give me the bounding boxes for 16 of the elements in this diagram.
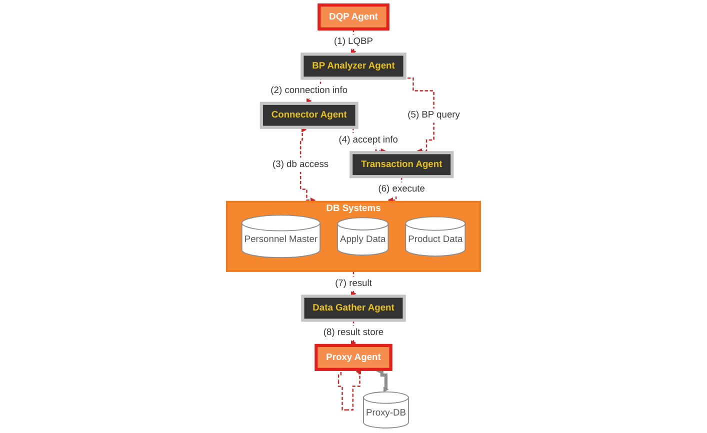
node-box: BP Analyzer Agent bbox=[300, 52, 406, 80]
node-box: Data Gather Agent bbox=[301, 294, 406, 322]
arrow bbox=[300, 127, 316, 203]
edge-label: (6) execute bbox=[378, 183, 425, 194]
arrow bbox=[338, 368, 362, 411]
node-box: DQP Agent bbox=[318, 3, 390, 31]
edge-label: (4) accept info bbox=[338, 134, 398, 145]
edge-label: (5) BP query bbox=[408, 110, 460, 120]
edge-label: (7) result bbox=[335, 278, 372, 288]
node-box: Proxy Agent bbox=[314, 344, 392, 371]
node-box: Transaction Agent bbox=[350, 151, 454, 178]
edge-label: (2) connection info bbox=[270, 85, 348, 96]
edge-label: (3) db access bbox=[272, 158, 329, 170]
edge-label: (8) result store bbox=[323, 327, 384, 338]
edge-label: (1) LQBP bbox=[334, 36, 373, 46]
node-box: Connector Agent bbox=[260, 102, 358, 129]
